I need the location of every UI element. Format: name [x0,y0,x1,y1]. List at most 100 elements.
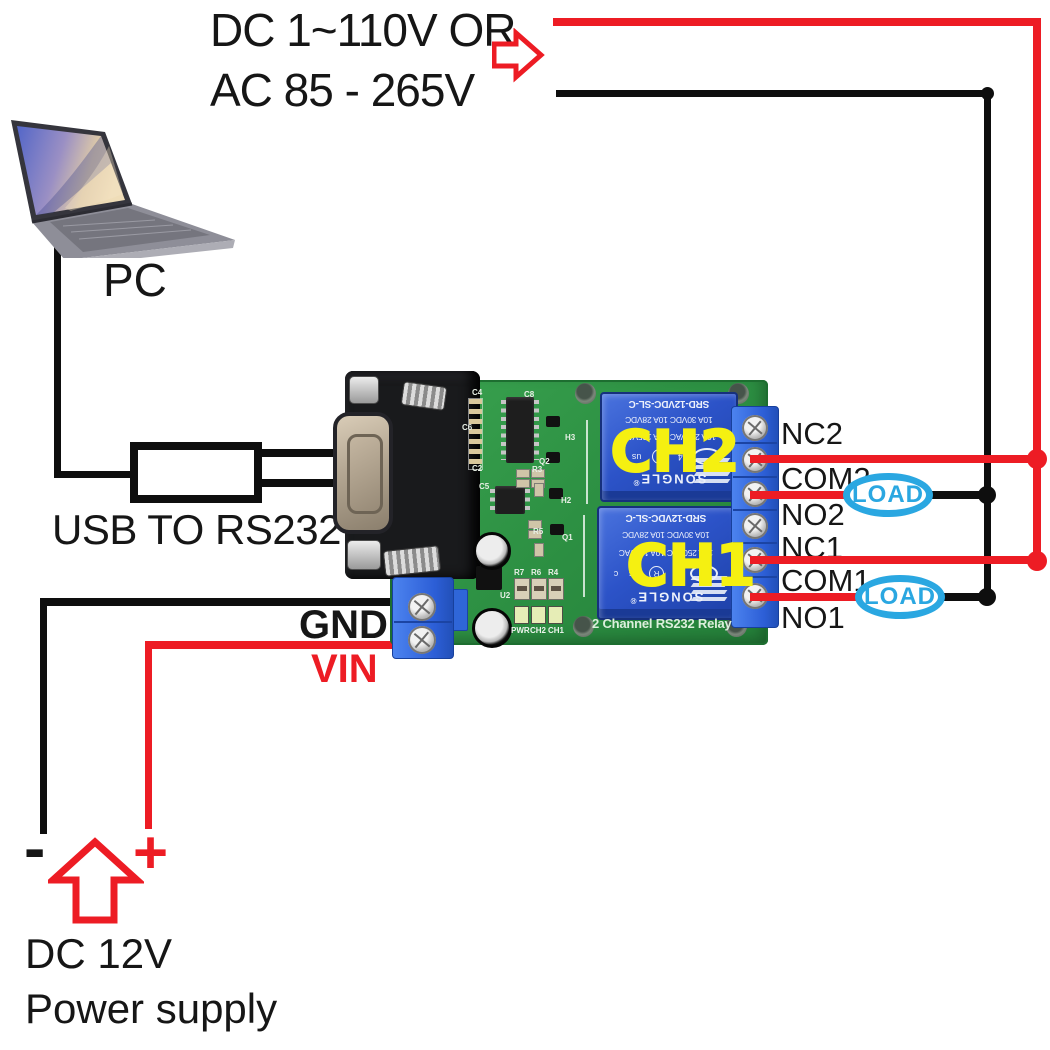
gnd-label: GND [299,603,388,647]
db9-standoff-bottom [347,540,381,570]
supply-line2: Power supply [25,985,278,1032]
smd-part [516,479,530,488]
led-label-pwr: PWR [511,626,530,635]
terminal-separator [733,442,777,444]
wire-vin-vertical [145,641,152,829]
ref-r3: R3 [532,465,543,474]
wire-com1 [750,556,1037,564]
load-2: LOAD [843,473,933,517]
terminal-separator [394,621,452,623]
screw-vin [408,626,436,654]
ref-c8: C8 [524,390,535,399]
arrow-up-icon [48,837,144,924]
capacitor-top [473,532,511,570]
wire-no1 [750,593,862,601]
ref-c6: C6 [462,423,473,432]
smd-part [528,530,542,539]
silkscreen-line [586,420,588,504]
wire-no2 [750,491,850,499]
relay-mark-c: c [613,568,619,579]
smd-part [534,543,544,557]
ref-h3: H3 [565,433,576,442]
transistor [546,416,560,427]
db9-standoff-top [349,376,379,404]
wire-source-red-top [553,18,1041,26]
db9-connector-dface [347,434,383,514]
source-power-line2: AC 85 - 265V [210,64,475,116]
transistor [550,524,564,535]
relay-model: SRD-12VDC-SL-C [625,511,707,523]
wire-converter-db9-bottom [258,479,342,487]
mount-hole-bl [573,616,594,637]
terminal-label-no1: NO1 [781,600,845,635]
relay-model: SRD-12VDC-SL-C [628,397,710,409]
screw-nc2 [742,415,768,441]
load-label: LOAD [864,583,936,610]
terminal-separator [733,576,777,578]
terminal-label-nc2: NC2 [781,416,844,451]
laptop-image [11,120,235,258]
ref-c4: C4 [472,388,483,397]
wire-pc-vertical [54,226,61,478]
load-1: LOAD [855,575,945,619]
ref-r7: R7 [514,568,525,577]
ref-u2: U2 [500,591,511,600]
wire-gnd-horizontal [40,598,398,606]
ref-h2: H2 [561,496,572,505]
wire-pc-horizontal [54,471,134,478]
led-pwr [514,606,529,624]
wire-converter-db9-top [258,449,342,457]
led-ch2 [531,606,546,624]
ref-r5: R5 [533,527,544,536]
ref-c2: C2 [472,464,483,473]
wire-vin-horizontal [145,641,399,649]
pc-label: PC [103,254,167,306]
resistor [548,578,564,600]
terminal-label-no2: NO2 [781,497,845,532]
supply-minus: - [24,812,46,884]
led-label-ch2: CH2 [530,626,547,635]
junction-black-corner [981,87,994,100]
supply-plus: + [133,819,169,886]
junction-com1 [1027,551,1047,571]
wire-com2 [750,455,1037,463]
junction-com2 [1027,449,1047,469]
ic-mcu [490,486,530,514]
resistor [514,578,530,600]
ref-r6: R6 [531,568,542,577]
junction-load1-neutral [978,588,996,606]
led-ch1 [548,606,563,624]
terminal-separator [733,542,777,544]
smd-part [531,469,545,478]
ref-q1: Q1 [562,533,573,542]
transistor [549,488,563,499]
terminal-separator [733,476,777,478]
wire-load2-neutral [928,491,988,499]
relay-ch1: SONGLE® 4 R us c 10A 250VAC 10A 125VAC 1… [597,506,735,620]
power-transistor [476,566,502,590]
junction-load2-neutral [978,486,996,504]
wire-source-black-right [984,90,991,601]
solder-pad-column [468,398,483,470]
ic-rs232-driver [501,397,539,463]
power-terminal-tab [452,589,468,631]
converter-label: USB TO RS232 [52,506,341,553]
ref-c5: C5 [479,482,490,491]
ref-r4: R4 [548,568,559,577]
resistor [531,578,547,600]
channel2-overlay-label: CH2 [609,419,740,485]
wire-load1-neutral [940,593,990,601]
source-power-line1: DC 1~110V OR [210,4,516,56]
led-label-ch1: CH1 [548,626,565,635]
screw-nc1 [742,513,768,539]
smd-part [534,483,544,497]
mount-hole-tl [575,383,596,404]
silkscreen-line [583,515,585,597]
board-title-silkscreen: 2 Channel RS232 Relay [592,616,732,631]
usb-rs232-converter [130,442,262,503]
relay-ch2: SONGLE® 4 R us c 10A 250VAC 10A 125VAC 1… [600,392,738,502]
screw-gnd [408,593,436,621]
wire-gnd-vertical [40,598,47,834]
smd-part [528,520,542,529]
arrow-right-icon [492,28,545,83]
